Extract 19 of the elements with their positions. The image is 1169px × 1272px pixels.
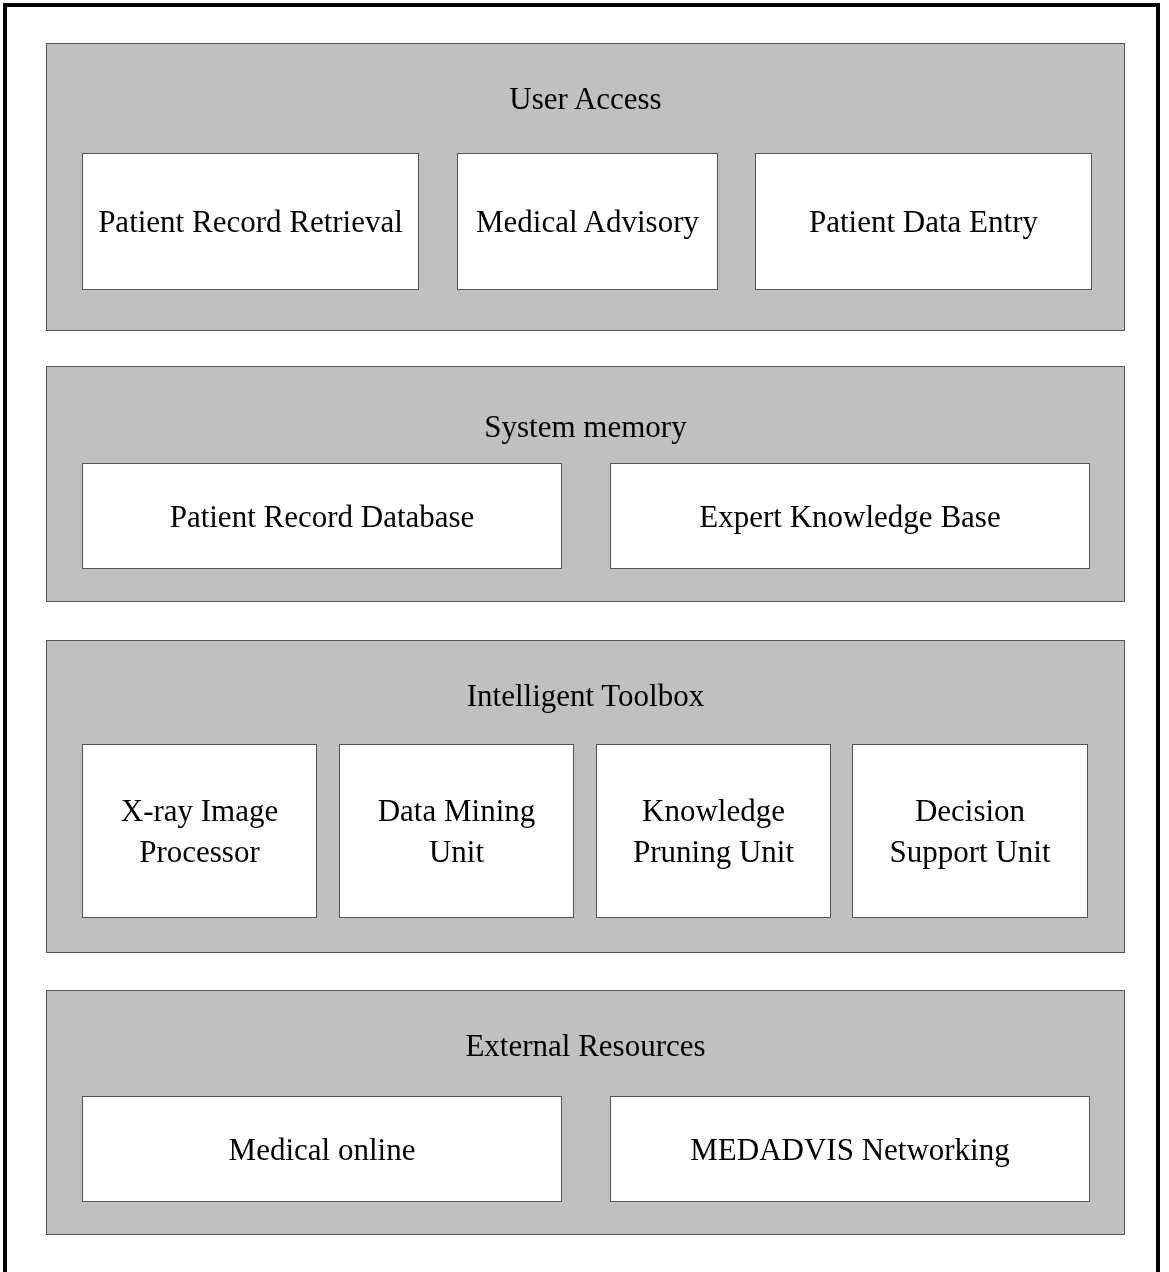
layer-title: System memory [484, 409, 687, 445]
layer-panel [46, 640, 1125, 953]
layer-panel [46, 43, 1125, 331]
layer-title: Intelligent Toolbox [466, 678, 705, 714]
layer-panel [46, 366, 1125, 602]
module-box: Data Mining Unit [339, 744, 574, 918]
module-box: Knowledge Pruning Unit [596, 744, 831, 918]
module-box: Patient Record Retrieval [82, 153, 419, 290]
module-box: Patient Record Database [82, 463, 562, 569]
module-box: Expert Knowledge Base [610, 463, 1090, 569]
module-box: Medical Advisory [457, 153, 718, 290]
module-box: X-ray Image Processor [82, 744, 317, 918]
layer-title: User Access [509, 81, 662, 117]
module-box: Patient Data Entry [755, 153, 1092, 290]
module-box: Decision Support Unit [852, 744, 1088, 918]
module-box: Medical online [82, 1096, 562, 1202]
layer-title: External Resources [465, 1028, 706, 1064]
module-box: MEDADVIS Networking [610, 1096, 1090, 1202]
layer-panel [46, 990, 1125, 1235]
